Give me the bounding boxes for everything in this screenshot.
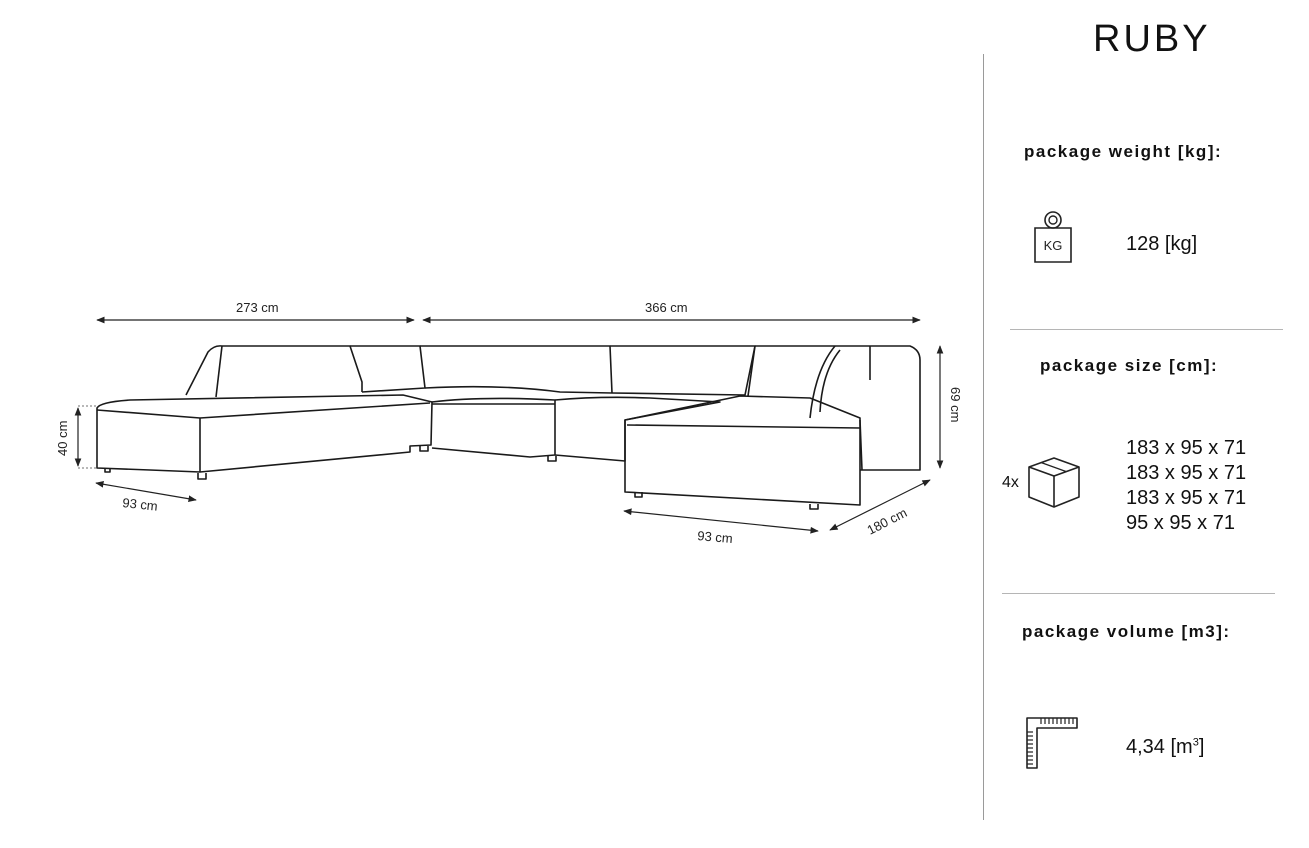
product-title: RUBY	[1093, 18, 1211, 60]
dim-line-depth-right	[623, 508, 819, 534]
panel-divider	[983, 54, 984, 820]
package-size-row: 183 x 95 x 71	[1126, 462, 1247, 484]
weight-icon-label: KG	[1044, 238, 1063, 253]
divider-size-volume	[1002, 593, 1275, 594]
sofa-technical-drawing: 273 cm 366 cm 40 cm 69 cm 93 cm 93 cm 18…	[55, 300, 963, 546]
volume-value: 4,34 [m3]	[1126, 736, 1205, 758]
package-size-row: 183 x 95 x 71	[1126, 487, 1247, 509]
label-width-left: 273 cm	[236, 300, 279, 315]
weight-value: 128 [kg]	[1126, 233, 1198, 255]
package-size-row: 95 x 95 x 71	[1126, 512, 1235, 534]
weight-icon: KG	[1034, 211, 1072, 263]
sofa-outline	[96, 345, 921, 510]
package-box-icon	[1028, 457, 1080, 508]
package-size-row: 183 x 95 x 71	[1126, 437, 1247, 459]
size-heading: package size [cm]:	[1040, 356, 1219, 375]
package-quantity: 4x	[1002, 474, 1019, 491]
label-depth-right: 93 cm	[697, 528, 734, 546]
dim-line-depth-left	[95, 480, 197, 503]
label-total-height: 69 cm	[948, 387, 963, 422]
package-size-list: 183 x 95 x 71 183 x 95 x 71 183 x 95 x 7…	[1126, 436, 1246, 536]
volume-heading: package volume [m3]:	[1022, 622, 1231, 641]
ruler-corner-icon	[1026, 717, 1078, 769]
weight-heading: package weight [kg]:	[1024, 142, 1223, 161]
dim-line-chaise-length	[829, 479, 931, 531]
label-width-right: 366 cm	[645, 300, 688, 315]
label-depth-left: 93 cm	[122, 495, 159, 514]
divider-weight-size	[1010, 329, 1283, 330]
label-seat-height: 40 cm	[55, 421, 70, 456]
